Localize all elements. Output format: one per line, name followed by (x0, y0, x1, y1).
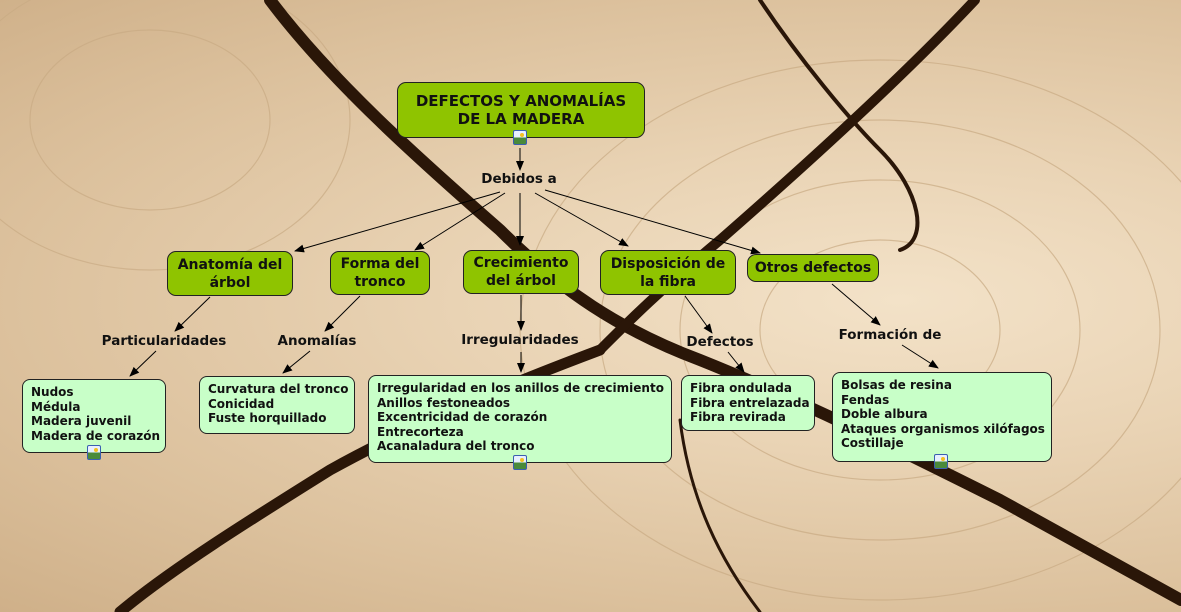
concept-anatomia[interactable]: Anatomía del árbol (167, 251, 293, 296)
list-item: Costillaje (841, 436, 904, 451)
image-icon[interactable] (513, 455, 527, 470)
list-item: Fuste horquillado (208, 411, 327, 426)
link-particularidades: Particularidades (101, 333, 227, 349)
concept-forma[interactable]: Forma del tronco (330, 251, 430, 295)
image-icon[interactable] (87, 445, 101, 460)
list-item: Curvatura del tronco (208, 382, 349, 396)
list-item: Bolsas de resina (841, 378, 952, 392)
list-irregularidades[interactable]: Irregularidad en los anillos de crecimie… (368, 375, 672, 463)
list-formacion[interactable]: Bolsas de resina Fendas Doble albura Ata… (832, 372, 1052, 462)
list-item: Madera de corazón (31, 428, 161, 443)
list-item: Fendas (841, 392, 890, 407)
list-item: Nudos (31, 385, 74, 399)
list-defectos[interactable]: Fibra ondulada Fibra entrelazada Fibra r… (681, 375, 815, 431)
concept-otros[interactable]: Otros defectos (747, 254, 879, 282)
list-item: Fibra revirada (690, 410, 786, 425)
root-title-line1: DEFECTOS Y ANOMALÍAS (415, 92, 627, 110)
list-particularidades[interactable]: Nudos Médula Madera juvenil Madera de co… (22, 379, 166, 453)
list-anomalias[interactable]: Curvatura del tronco Conicidad Fuste hor… (199, 376, 355, 434)
list-item: Entrecorteza (377, 424, 464, 439)
image-icon[interactable] (934, 454, 948, 469)
list-item: Madera juvenil (31, 414, 132, 429)
link-anomalias: Anomalías (277, 333, 357, 349)
list-item: Doble albura (841, 407, 928, 422)
document-icon[interactable] (513, 130, 527, 145)
list-item: Acanaladura del tronco (377, 439, 535, 454)
link-irregularidades: Irregularidades (461, 332, 579, 348)
list-item: Conicidad (208, 396, 275, 411)
root-title-line2: DE LA MADERA (457, 110, 585, 128)
concept-crecimiento[interactable]: Crecimiento del árbol (463, 250, 579, 294)
list-item: Irregularidad en los anillos de crecimie… (377, 381, 664, 395)
link-debidos-a: Debidos a (481, 171, 557, 187)
list-item: Fibra ondulada (690, 381, 792, 395)
link-defectos: Defectos (686, 334, 754, 350)
link-formacion: Formación de (838, 327, 942, 343)
list-item: Médula (31, 399, 81, 414)
list-item: Fibra entrelazada (690, 395, 810, 410)
list-item: Excentricidad de corazón (377, 410, 548, 425)
concept-disposicion[interactable]: Disposición de la fibra (600, 250, 736, 295)
list-item: Ataques organismos xilófagos (841, 421, 1045, 436)
list-item: Anillos festoneados (377, 395, 510, 410)
